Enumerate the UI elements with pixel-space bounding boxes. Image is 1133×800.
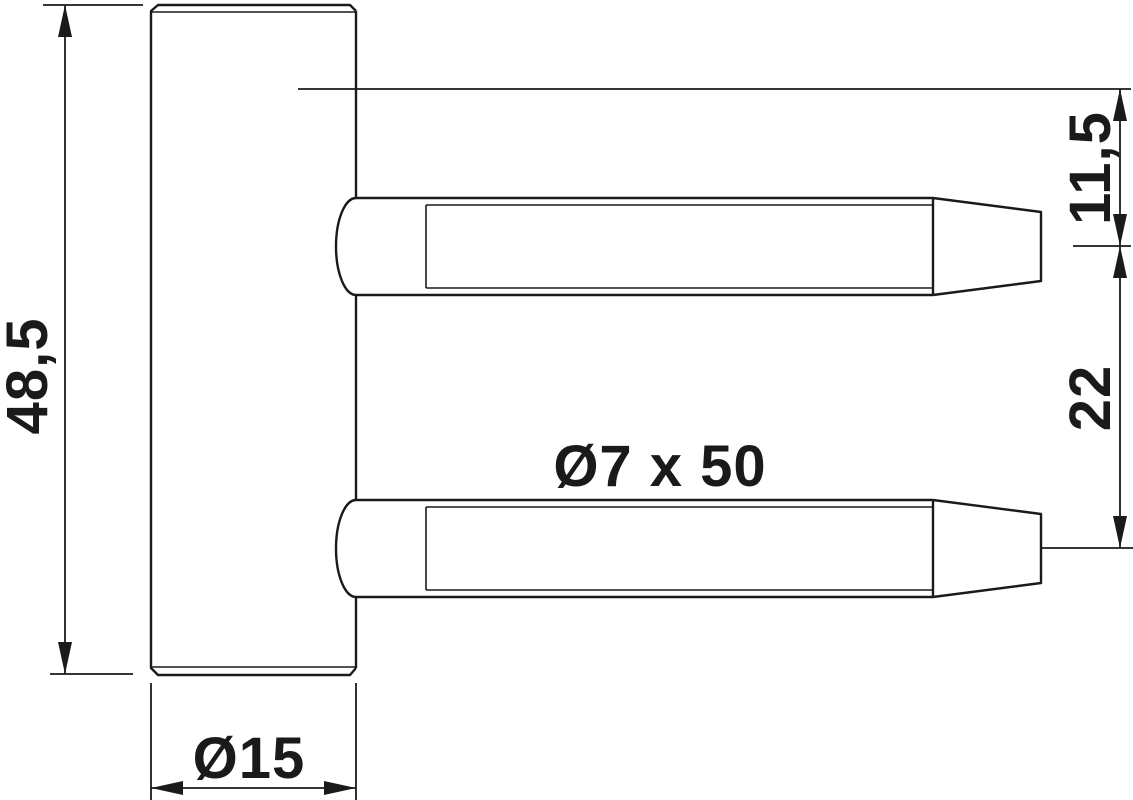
barrel-outline: [149, 3, 357, 677]
bottom-pin: [334, 498, 1043, 599]
arrowhead-up: [1113, 246, 1127, 278]
dimension-height: 48,5: [0, 4, 143, 675]
arrowhead-up: [58, 5, 72, 37]
pin-offset-label: 11,5: [1058, 111, 1123, 225]
top-pin-round-head: [334, 196, 357, 297]
bottom-pin-body: [356, 498, 935, 599]
arrowhead-right: [324, 781, 356, 795]
pin-size-label: Ø7 x 50: [553, 434, 766, 499]
top-pin-taper-tip: [932, 196, 1043, 297]
arrowhead-down: [1113, 516, 1127, 548]
pin-spacing-label: 22: [1058, 365, 1123, 432]
dimension-barrel-diameter: Ø15: [150, 683, 357, 800]
arrowhead-left: [151, 781, 183, 795]
bottom-pin-round-head: [334, 498, 357, 599]
dimension-pin-spacing: 22: [1041, 246, 1133, 549]
arrowhead-down: [58, 642, 72, 674]
bottom-pin-taper-tip: [932, 498, 1043, 599]
arrowhead-down: [1113, 214, 1127, 246]
barrel-diameter-label: Ø15: [193, 726, 306, 791]
top-pin: [334, 196, 1043, 297]
top-pin-body: [356, 196, 935, 297]
arrowhead-up: [1113, 89, 1127, 121]
top-pin-shank-lines: [425, 204, 933, 289]
dimension-pin-offset: 11,5: [298, 88, 1131, 247]
bottom-pin-shank-lines: [425, 506, 933, 591]
hinge-barrel: [149, 3, 358, 677]
height-dimension-label: 48,5: [0, 318, 60, 435]
